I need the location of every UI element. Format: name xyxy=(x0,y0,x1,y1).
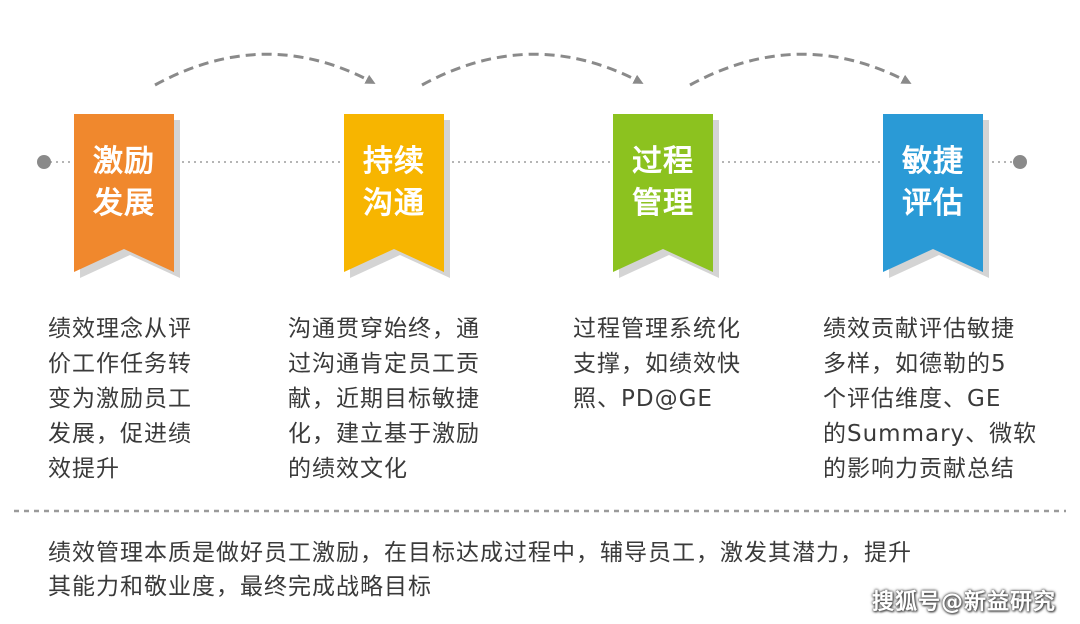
watermark: 搜狐号@新益研究 xyxy=(871,590,1056,615)
stage-2-desc-line: 过沟通肯定员工贡 xyxy=(288,351,480,377)
timeline-end-dot xyxy=(1013,155,1027,169)
stage-2-title-line1: 持续 xyxy=(363,144,425,179)
summary-line-1: 绩效管理本质是做好员工激励，在目标达成过程中，辅导员工，激发其潜力，提升 xyxy=(48,540,912,566)
summary-text: 绩效管理本质是做好员工激励，在目标达成过程中，辅导员工，激发其潜力，提升 其能力… xyxy=(48,536,1048,604)
stage-1-title-line1: 激励 xyxy=(93,144,155,179)
stage-1-desc-line: 绩效理念从评 xyxy=(48,316,192,342)
arrow-3-to-4 xyxy=(689,52,912,87)
stage-1-title: 激励 发展 xyxy=(78,141,170,225)
stage-3-title-line2: 管理 xyxy=(632,186,694,221)
stage-4-desc-line: 个评估维度、GE xyxy=(823,386,1002,412)
stage-1-description: 绩效理念从评 价工作任务转 变为激励员工 发展，促进绩 效提升 xyxy=(48,312,192,487)
timeline-start-dot xyxy=(37,155,51,169)
stage-1-desc-line: 变为激励员工 xyxy=(48,386,192,412)
stage-4-desc-line: 的影响力贡献总结 xyxy=(823,456,1015,482)
stage-4-banner xyxy=(883,114,989,278)
stage-1-banner xyxy=(74,114,180,278)
stage-4-desc-line: 多样，如德勒的5 xyxy=(823,351,1007,377)
stage-3-desc-line: 照、PD@GE xyxy=(573,386,713,412)
stage-1-desc-line: 效提升 xyxy=(48,456,120,482)
stage-4-desc-line: 绩效贡献评估敏捷 xyxy=(823,316,1015,342)
stage-3-desc-line: 支撑，如绩效快 xyxy=(573,351,741,377)
stage-3-title-line1: 过程 xyxy=(632,144,694,179)
stage-2-desc-line: 献，近期目标敏捷 xyxy=(288,386,480,412)
stage-4-desc-line: 的Summary、微软 xyxy=(823,421,1038,447)
arrow-1-to-2 xyxy=(154,52,376,87)
stage-4-description: 绩效贡献评估敏捷 多样，如德勒的5 个评估维度、GE 的Summary、微软 的… xyxy=(823,312,1037,487)
stage-4-title-line1: 敏捷 xyxy=(902,144,964,179)
stage-1-title-line2: 发展 xyxy=(93,186,155,221)
stage-2-description: 沟通贯穿始终，通 过沟通肯定员工贡 献，近期目标敏捷 化，建立基于激励 的绩效文… xyxy=(288,312,480,487)
stage-1-desc-line: 价工作任务转 xyxy=(48,351,192,377)
stage-2-desc-line: 沟通贯穿始终，通 xyxy=(288,316,480,342)
arrow-2-to-3 xyxy=(421,52,644,87)
stage-3-desc-line: 过程管理系统化 xyxy=(573,316,741,342)
stage-4-title: 敏捷 评估 xyxy=(887,141,979,225)
stage-2-desc-line: 的绩效文化 xyxy=(288,456,408,482)
stage-2-title: 持续 沟通 xyxy=(348,141,440,225)
stage-3-title: 过程 管理 xyxy=(617,141,709,225)
stage-2-banner xyxy=(344,114,450,278)
stage-2-desc-line: 化，建立基于激励 xyxy=(288,421,480,447)
summary-line-2: 其能力和敬业度，最终完成战略目标 xyxy=(48,574,432,600)
stage-3-description: 过程管理系统化 支撑，如绩效快 照、PD@GE xyxy=(573,312,741,417)
stage-3-banner xyxy=(613,114,719,278)
stage-2-title-line2: 沟通 xyxy=(363,186,425,221)
stage-1-desc-line: 发展，促进绩 xyxy=(48,421,192,447)
stage-4-title-line2: 评估 xyxy=(902,186,964,221)
